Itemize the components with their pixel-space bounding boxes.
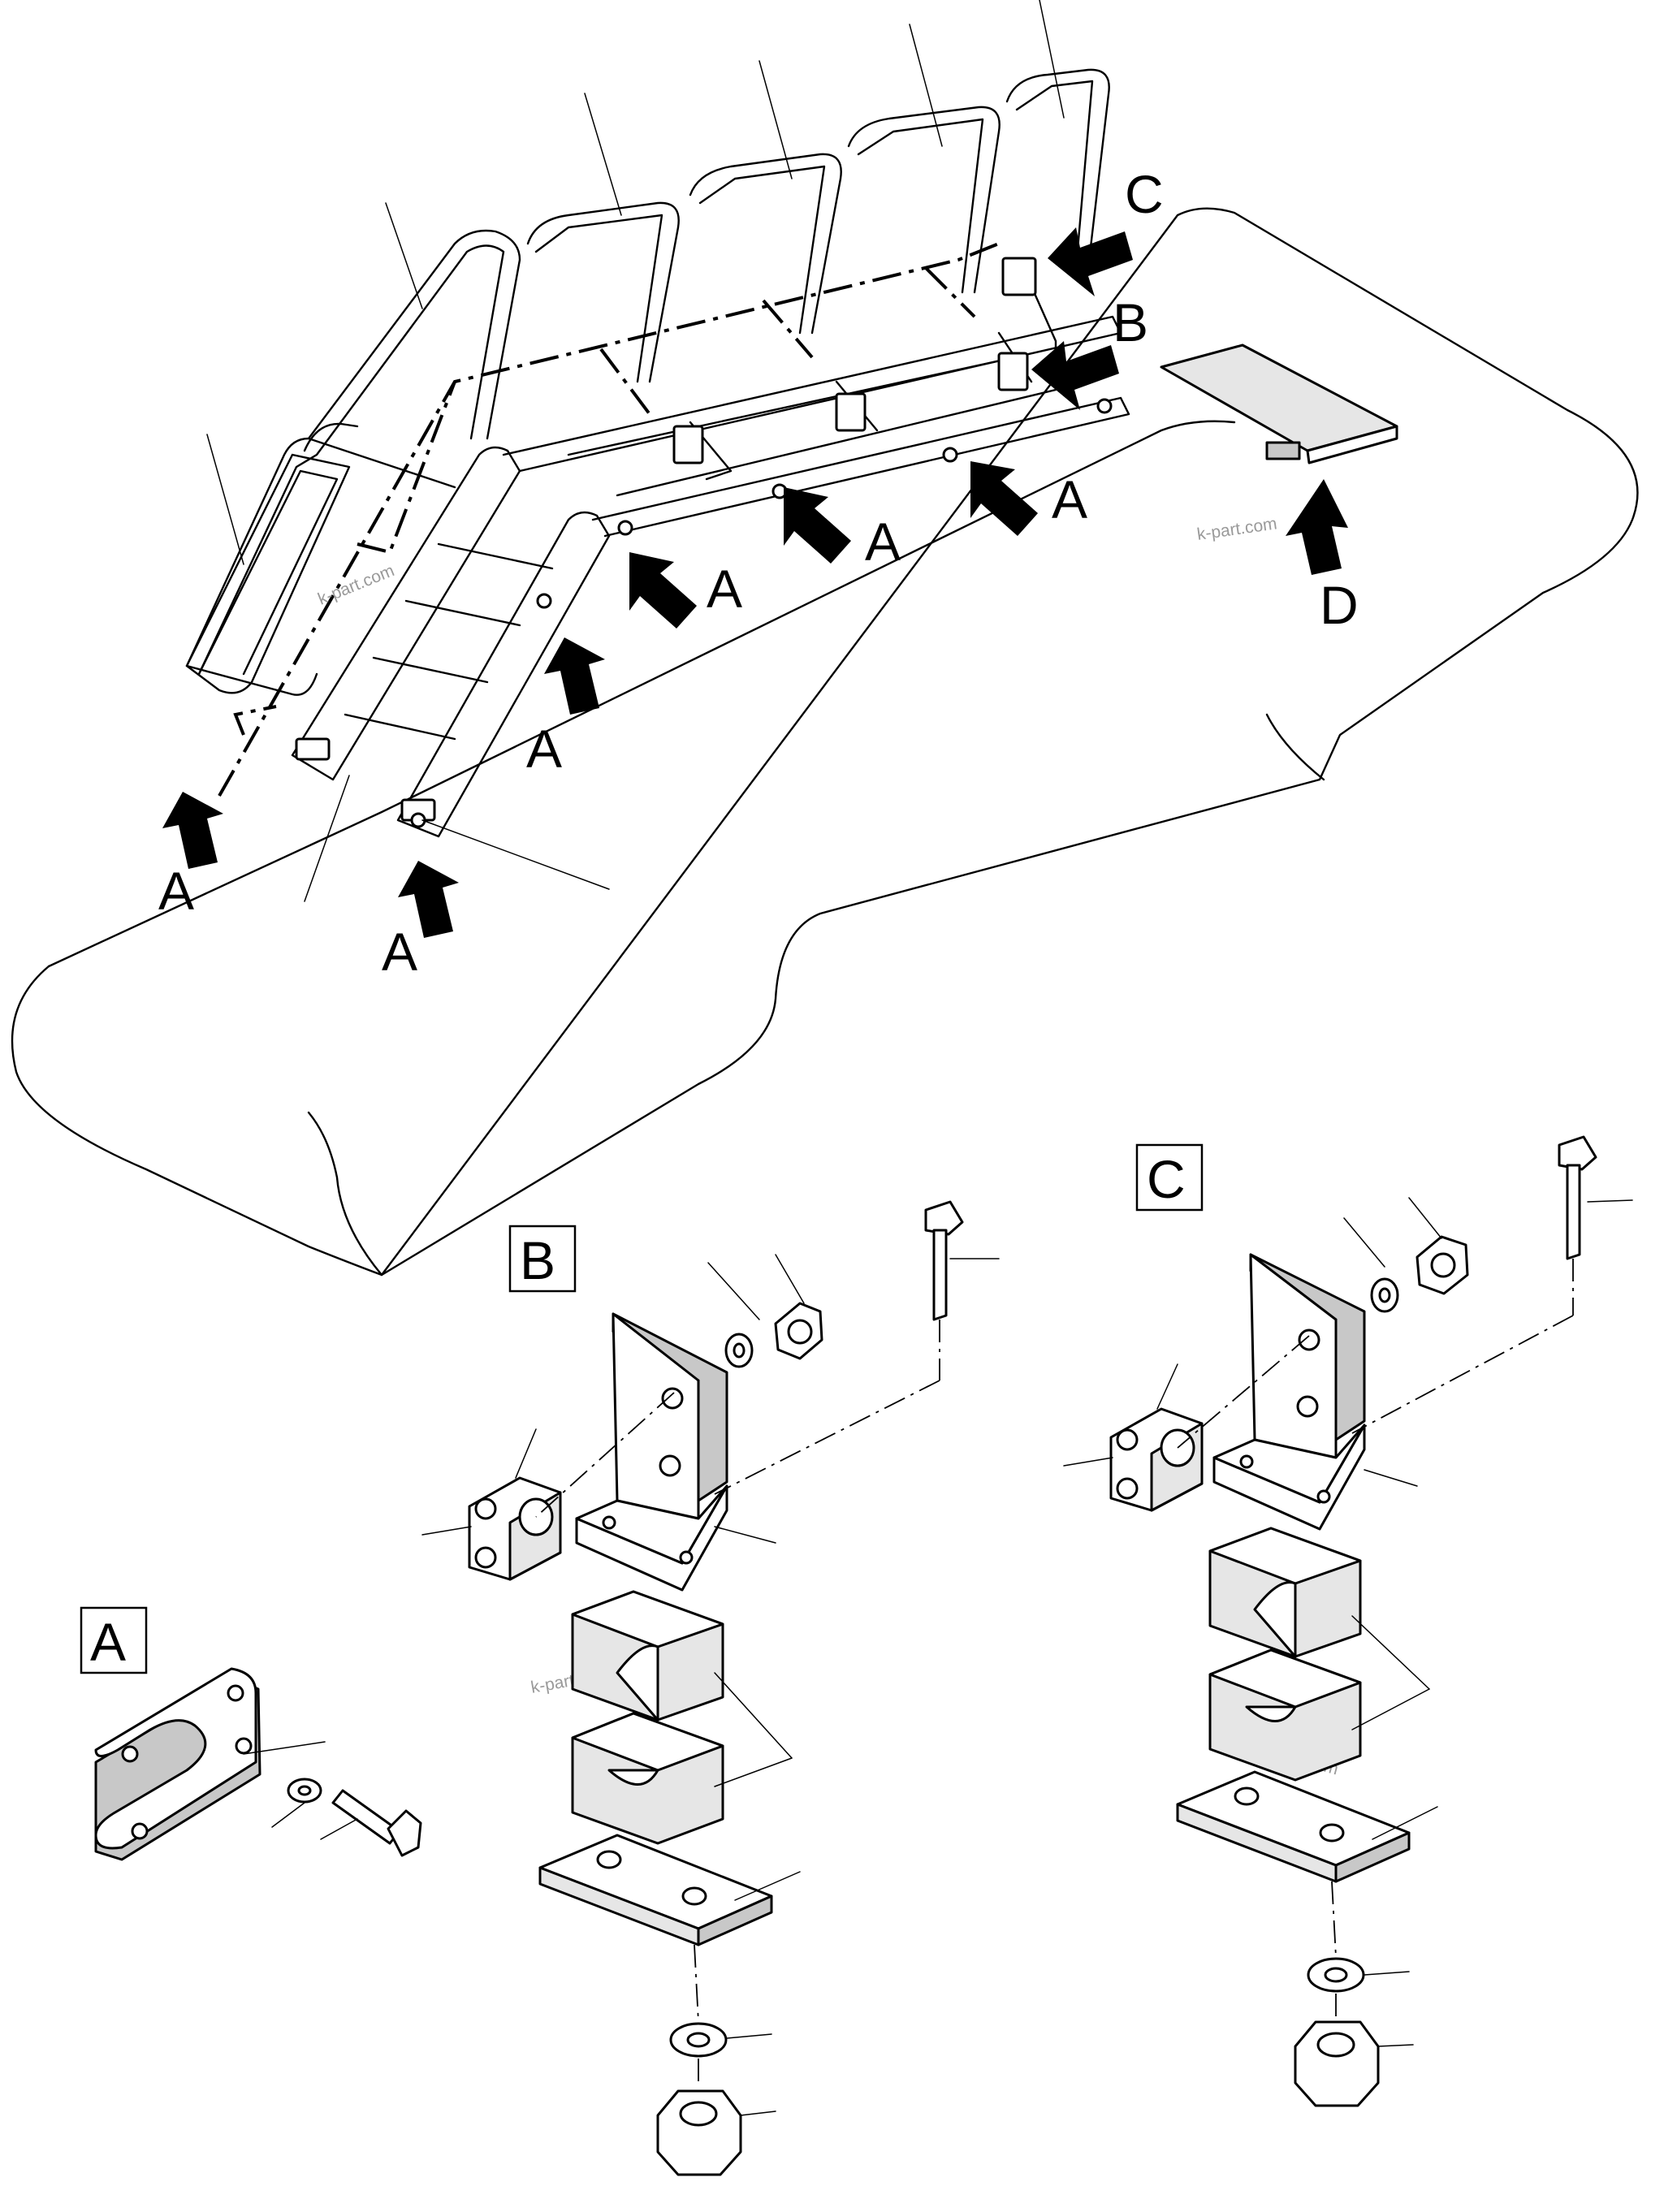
arrow-d-icon	[1286, 479, 1348, 575]
ladder-platform-frame	[218, 242, 1130, 838]
arrow-a-icon	[629, 552, 697, 629]
leader-lines-top	[206, 0, 1065, 902]
detail-c: C	[1063, 1135, 1633, 2107]
detail-b-label: B	[520, 1230, 555, 1290]
arrow-a-icon	[970, 461, 1038, 536]
callout-labels: C B D A A A A A A	[158, 164, 1359, 982]
arrow-a-icon	[784, 487, 851, 564]
machine-body	[11, 207, 1639, 1277]
callout-label-a: A	[707, 559, 742, 619]
detail-c-label: C	[1147, 1149, 1186, 1209]
callout-arrows	[162, 227, 1348, 938]
callout-label-a: A	[1052, 469, 1087, 529]
arrow-b-icon	[1031, 341, 1119, 410]
detail-b-label-box	[508, 1225, 577, 1293]
detail-c-label-box	[1135, 1143, 1204, 1212]
callout-label-a: A	[158, 861, 194, 921]
detail-a: A	[80, 1606, 422, 1861]
watermark-text: k-part.com	[315, 561, 397, 608]
callout-label-a: A	[382, 922, 417, 982]
callout-label-a: A	[865, 512, 901, 572]
detail-a-label: A	[90, 1612, 126, 1672]
callout-label-c: C	[1125, 164, 1164, 224]
arrow-c-icon	[1048, 227, 1133, 296]
detail-a-label-box	[80, 1606, 148, 1674]
watermark-text: k-part.com	[1195, 514, 1277, 544]
detail-b: B	[421, 1200, 1000, 2176]
step-plate	[1160, 343, 1398, 464]
arrow-a-icon	[162, 792, 223, 869]
arrow-a-icon	[544, 637, 605, 715]
callout-label-d: D	[1320, 575, 1359, 635]
handrails	[185, 68, 1110, 696]
callout-label-a: A	[526, 719, 562, 779]
callout-label-b: B	[1113, 292, 1148, 352]
arrow-a-icon	[398, 861, 459, 938]
